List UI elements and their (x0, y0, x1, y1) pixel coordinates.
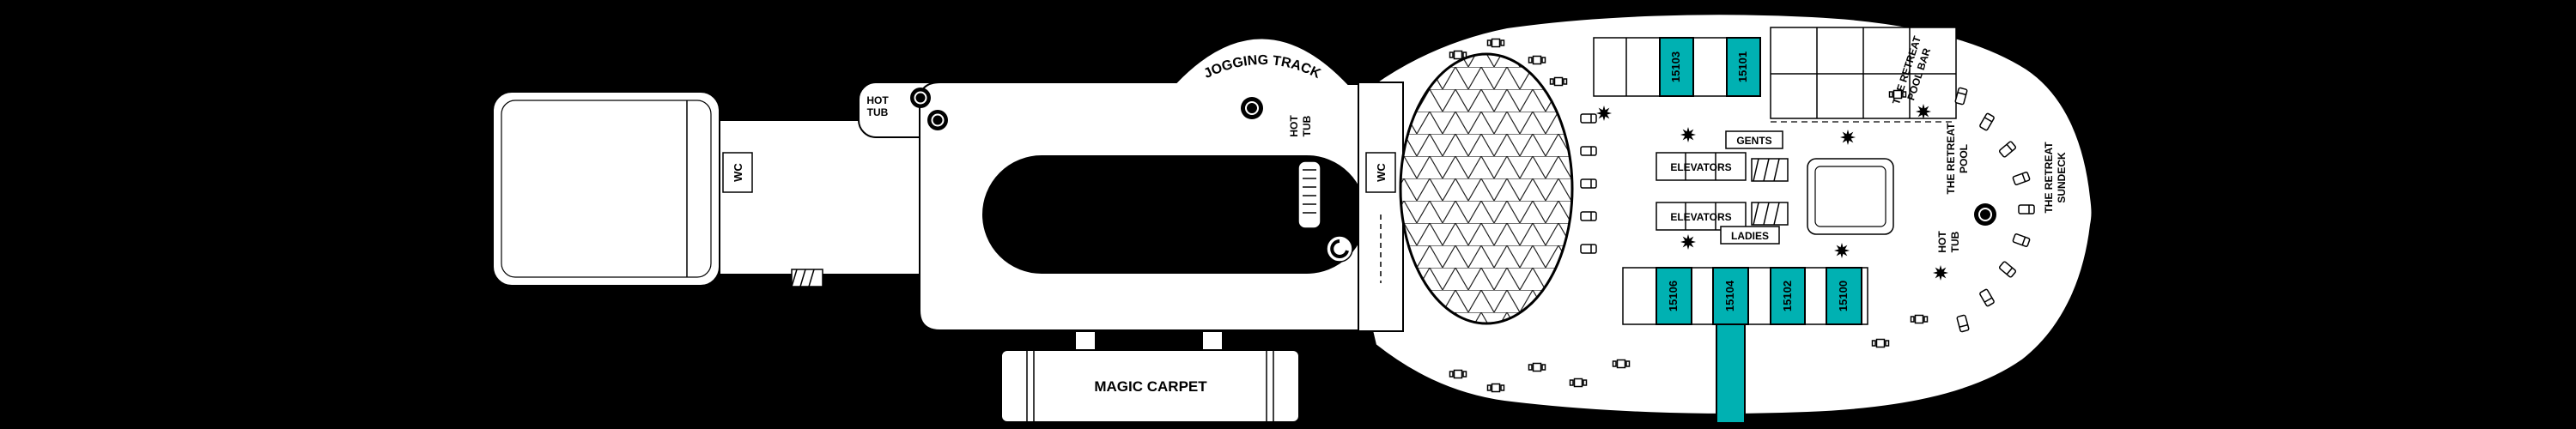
cabin-number-15103[interactable]: 15103 (1669, 51, 1682, 82)
cabin-number-15101[interactable]: 15101 (1736, 51, 1749, 82)
elevator-box-lower (1656, 202, 1747, 231)
magic-carpet-mount-right (1201, 330, 1224, 353)
hot-tub-icon (1974, 203, 1996, 226)
ladies-label: LADIES (1731, 230, 1769, 242)
hot-tub-label-1-line2: TUB (867, 106, 889, 118)
hot-tub-icon (1241, 97, 1263, 119)
elevators-upper-label: ELEVATORS (1670, 161, 1731, 173)
midship-pillar (1358, 82, 1404, 332)
midship-connector (719, 119, 927, 275)
hot-tub-icon (910, 88, 948, 130)
ladder-icon (1303, 169, 1316, 214)
svg-text:POOL: POOL (1958, 144, 1970, 173)
hot-tub-label-3-line1: HOT (1936, 231, 1948, 253)
cabin-15102[interactable] (1770, 267, 1806, 325)
aft-deck-inner-line (501, 100, 712, 278)
magic-carpet (1000, 349, 1300, 423)
retreat-sundeck-label: THE RETREAT SUNDECK (2043, 142, 2068, 214)
svg-text:SUNDECK: SUNDECK (2056, 152, 2068, 203)
hot-tub-label-3-line2: TUB (1949, 231, 1961, 252)
stairs-icon (791, 269, 823, 287)
cabin-number-15106[interactable]: 15106 (1667, 281, 1680, 311)
hot-tub-label-1-line1: HOT (866, 94, 889, 106)
retreat-pool-label: THE RETREAT POOL (1945, 123, 1970, 195)
wc-room-aft (722, 152, 753, 193)
highlighted-gangway (1716, 323, 1746, 424)
magic-carpet-mount-left (1074, 330, 1097, 353)
wc-room-mid (1365, 152, 1396, 193)
ladies-room (1720, 226, 1780, 245)
elevator-box-upper (1656, 152, 1747, 181)
cabin-15100[interactable] (1826, 267, 1862, 325)
wc-aft-label: WC (732, 163, 744, 182)
observation-dome (1399, 52, 1574, 325)
svg-text:THE RETREAT: THE RETREAT (2043, 142, 2055, 214)
cabin-15103[interactable] (1659, 37, 1694, 97)
gents-label: GENTS (1736, 135, 1771, 147)
elevators-lower-label: ELEVATORS (1670, 211, 1731, 223)
cabin-number-15100[interactable]: 15100 (1837, 281, 1850, 311)
gents-room (1725, 130, 1783, 149)
cabin-number-15102[interactable]: 15102 (1781, 281, 1794, 311)
cabin-number-15104[interactable]: 15104 (1723, 280, 1736, 311)
svg-text:THE RETREAT: THE RETREAT (1945, 123, 1957, 195)
stairs-icon (1751, 158, 1789, 182)
cabin-15106[interactable] (1656, 267, 1692, 325)
hot-tub-label-2-line2: TUB (1301, 115, 1313, 136)
slide-swirl-icon (1330, 239, 1349, 258)
aft-deck (492, 91, 720, 287)
cabin-15101[interactable] (1726, 37, 1761, 97)
retreat-pool (1807, 158, 1894, 235)
wc-mid-label: WC (1375, 163, 1388, 182)
cabana-block (1770, 27, 1957, 119)
magic-carpet-label: MAGIC CARPET (1094, 378, 1207, 395)
retreat-pool-inner (1814, 166, 1886, 227)
stairs-icon (1751, 202, 1789, 226)
hot-tub-label-2-line1: HOT (1288, 115, 1300, 137)
cabin-15104[interactable] (1712, 267, 1749, 325)
cutout-cabin-structure (1297, 160, 1321, 229)
